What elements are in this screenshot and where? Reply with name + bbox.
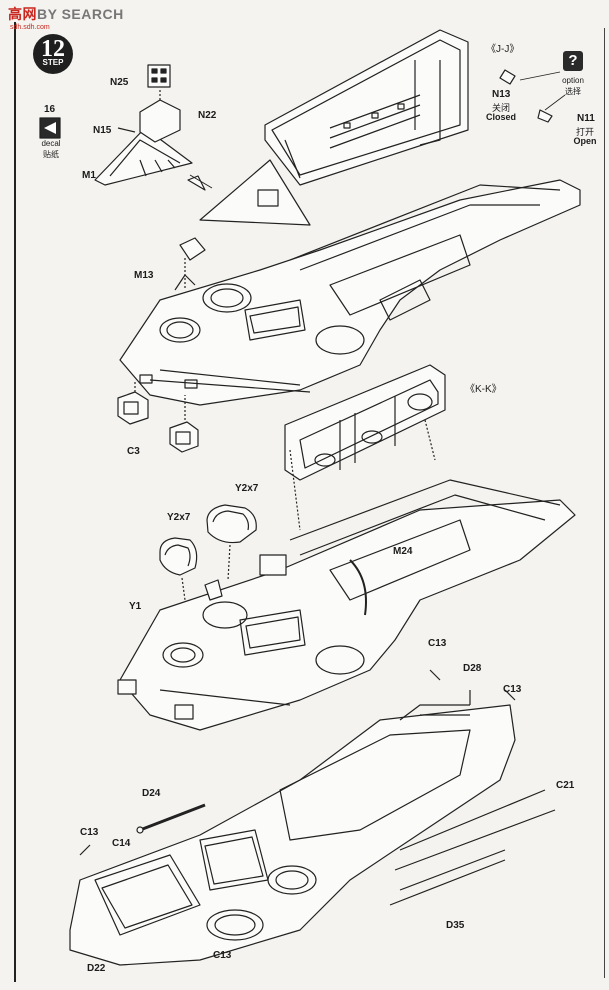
part-m24-label: M24 bbox=[393, 546, 413, 557]
part-c21-label: C21 bbox=[556, 780, 575, 791]
right-border bbox=[604, 28, 605, 978]
decal-label-zh: 贴纸 bbox=[43, 150, 59, 159]
part-m13 bbox=[179, 237, 206, 290]
watermark-url: sdh.sdh.com bbox=[10, 24, 50, 31]
step-word: STEP bbox=[42, 58, 64, 67]
middle-hull bbox=[117, 419, 576, 731]
part-m1-label: M1 bbox=[82, 170, 96, 181]
part-y1-label: Y1 bbox=[129, 601, 142, 612]
part-n13-label: N13 bbox=[492, 89, 511, 100]
lower-hull bbox=[69, 669, 556, 966]
upper-hull-top bbox=[119, 159, 581, 406]
closed-zh: 关闭 bbox=[491, 103, 510, 113]
part-m13-label: M13 bbox=[134, 270, 154, 281]
section-kk-label: 《K-K》 bbox=[465, 384, 502, 395]
part-c14-label: C14 bbox=[112, 838, 131, 849]
part-d35-label: D35 bbox=[446, 920, 465, 931]
part-y2x7-label-a: Y2x7 bbox=[235, 483, 259, 494]
hatch-kk bbox=[284, 364, 446, 481]
open-en: Open bbox=[573, 136, 597, 146]
option-parts bbox=[499, 69, 566, 123]
section-jj-label: 《J-J》 bbox=[486, 44, 520, 55]
hatch-jj bbox=[264, 29, 469, 186]
open-zh: 打开 bbox=[575, 127, 594, 137]
part-c13-bottom-label: C13 bbox=[213, 950, 232, 961]
part-n25-label: N25 bbox=[110, 77, 129, 88]
part-c13-right-label: C13 bbox=[503, 684, 522, 695]
option-label-zh: 选择 bbox=[565, 87, 581, 96]
watermark: 高网BY SEARCH bbox=[8, 6, 124, 22]
part-y2x7-label-b: Y2x7 bbox=[167, 512, 191, 523]
left-border bbox=[14, 22, 16, 982]
part-n15-label: N15 bbox=[93, 125, 112, 136]
part-d28-label: D28 bbox=[463, 663, 482, 674]
part-n11-label: N11 bbox=[577, 113, 595, 124]
part-c13-top-label: C13 bbox=[428, 638, 447, 649]
decal-label-en: decal bbox=[41, 139, 61, 148]
step-number: 12 bbox=[41, 36, 65, 62]
question-icon: ? bbox=[563, 51, 583, 71]
part-n22-label: N22 bbox=[198, 110, 217, 121]
parts-y bbox=[159, 504, 257, 601]
part-d22-label: D22 bbox=[87, 963, 106, 974]
step-badge-icon bbox=[33, 34, 73, 74]
option-label-en: option bbox=[562, 76, 584, 85]
part-c13-left-label: C13 bbox=[80, 827, 99, 838]
plate-m1 bbox=[94, 64, 206, 191]
part-16-label: 16 bbox=[44, 104, 56, 115]
part-d24-label: D24 bbox=[142, 788, 161, 799]
part-c3-label: C3 bbox=[127, 446, 140, 457]
part-c3 bbox=[117, 380, 199, 453]
closed-en: Closed bbox=[486, 112, 517, 122]
